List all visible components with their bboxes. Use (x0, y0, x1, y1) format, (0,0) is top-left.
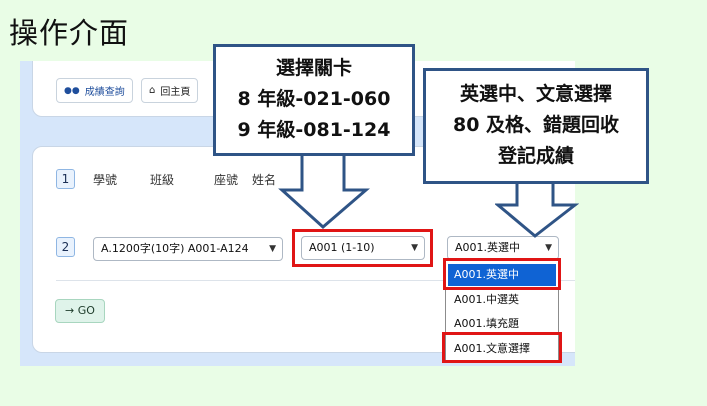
option-highlight-box-first (443, 258, 561, 290)
step-1-badge: 1 (56, 169, 75, 189)
right-callout-arrow (495, 180, 579, 238)
slide-title: 操作介面 (9, 16, 130, 50)
chevron-down-icon: ▼ (269, 244, 276, 254)
left-callout-arrow (278, 150, 370, 229)
level-value: A001 (1-10) (309, 241, 375, 254)
mode-callout-line-1: 英選中、文意選擇 (459, 83, 612, 105)
header-student-id: 學號 (93, 173, 118, 187)
header-class: 班級 (150, 173, 175, 187)
chevron-down-icon: ▼ (545, 243, 552, 253)
dropdown-option-1[interactable]: A001.中選英 (454, 293, 520, 306)
header-name: 姓名 (252, 173, 277, 187)
mode-callout: 英選中、文意選擇 80 及格、錯題回收 登記成績 (423, 68, 649, 184)
dropdown-option-0[interactable]: A001.英選中 (448, 264, 556, 286)
header-seat: 座號 (214, 173, 239, 187)
level-callout-line-3: 9 年級-081-124 (237, 119, 391, 141)
mode-dropdown-list: A001.英選中 A001.中選英 A001.填充題 A001.文意選擇 (445, 258, 559, 362)
home-button[interactable]: ⌂ 回主頁 (141, 78, 199, 103)
option-highlight-box-last (442, 332, 562, 363)
dropdown-option-3[interactable]: A001.文意選擇 (454, 342, 531, 355)
home-icon: ⌂ (149, 85, 156, 96)
divider (56, 280, 575, 281)
chevron-down-icon: ▼ (411, 243, 418, 253)
home-label: 回主頁 (160, 87, 191, 98)
score-query-label: 成績查詢 (84, 87, 125, 98)
level-callout-line-2: 8 年級-021-060 (237, 88, 391, 110)
mode-callout-line-3: 登記成績 (497, 145, 574, 167)
step-2-badge: 2 (56, 237, 75, 257)
quiz-set-select[interactable]: A.1200字(10字) A001-A124 ▼ (93, 237, 283, 261)
go-button[interactable]: → GO (55, 299, 105, 323)
dropdown-option-2[interactable]: A001.填充題 (454, 317, 520, 330)
level-highlight-box (292, 229, 433, 267)
quiz-set-value: A.1200字(10字) A001-A124 (101, 242, 249, 255)
level-select[interactable]: A001 (1-10) ▼ (301, 236, 425, 260)
level-callout: 選擇關卡 8 年級-021-060 9 年級-081-124 (213, 44, 415, 156)
mode-value: A001.英選中 (455, 241, 521, 254)
level-callout-line-1: 選擇關卡 (275, 57, 352, 79)
mode-callout-line-2: 80 及格、錯題回收 (452, 114, 620, 136)
score-query-button[interactable]: ●● 成績查詢 (56, 78, 133, 103)
user-group-icon: ●● (64, 85, 80, 96)
